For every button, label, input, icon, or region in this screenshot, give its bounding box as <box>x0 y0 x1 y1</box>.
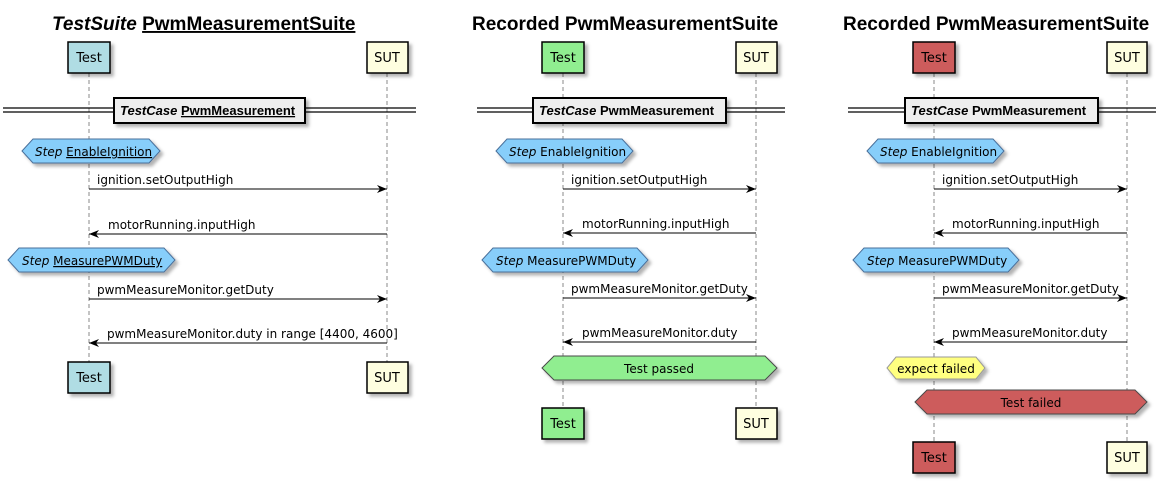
participant-test-top[interactable]: Test <box>541 41 585 74</box>
svg-text:Step MeasurePWMDuty: Step MeasurePWMDuty <box>496 254 636 268</box>
svg-text:Test: Test <box>549 417 576 432</box>
testcase-separator: TestCase PwmMeasurement <box>848 97 1156 124</box>
participant-sut-bottom[interactable]: SUT <box>366 361 409 394</box>
participant-test-top[interactable]: Test <box>912 41 956 74</box>
step-measure-pwm-duty[interactable]: Step MeasurePWMDuty <box>481 247 649 273</box>
participant-sut-bottom[interactable]: SUT <box>735 407 778 440</box>
message-label: pwmMeasureMonitor.duty in range [4400, 4… <box>107 327 398 341</box>
message-label: pwmMeasureMonitor.duty <box>582 326 737 340</box>
expect-failed-note: expect failed <box>886 356 986 380</box>
participant-test-bottom[interactable]: Test <box>67 361 111 394</box>
panel-recorded-passed: Recorded PwmMeasurementSuite Test SUT Te… <box>472 14 785 440</box>
message-label: ignition.setOutputHigh <box>571 173 707 187</box>
test-passed-label: Test passed <box>623 362 694 376</box>
panel-testsuite: TestSuite PwmMeasurementSuite Test SUT T… <box>3 14 416 394</box>
step-enable-ignition[interactable]: Step EnableIgnition <box>21 138 161 164</box>
message-label: motorRunning.inputHigh <box>952 217 1099 231</box>
panel-3-title: Recorded PwmMeasurementSuite <box>843 14 1149 35</box>
test-failed-banner: Test failed <box>914 389 1148 415</box>
step-measure-pwm-duty[interactable]: Step MeasurePWMDuty <box>852 247 1020 273</box>
testcase-separator: TestCase PwmMeasurement <box>477 97 785 124</box>
svg-text:Step MeasurePWMDuty: Step MeasurePWMDuty <box>867 254 1007 268</box>
panel-1-title: TestSuite PwmMeasurementSuite <box>52 14 355 35</box>
participant-test-label: Test <box>75 51 102 66</box>
svg-text:TestCase PwmMeasurement: TestCase PwmMeasurement <box>911 103 1087 118</box>
expect-failed-label: expect failed <box>897 362 975 376</box>
message-label: pwmMeasureMonitor.getDuty <box>571 282 748 296</box>
svg-text:SUT: SUT <box>1114 51 1140 66</box>
test-failed-label: Test failed <box>1000 396 1062 410</box>
svg-text:TestCase PwmMeasurement: TestCase PwmMeasurement <box>539 103 715 118</box>
svg-text:Test: Test <box>75 371 102 386</box>
svg-text:Test: Test <box>920 451 947 466</box>
participant-sut-top[interactable]: SUT <box>1106 41 1148 74</box>
svg-text:Step EnableIgnition: Step EnableIgnition <box>509 145 626 159</box>
participant-sut-label: SUT <box>374 51 400 66</box>
step-measure-pwm-duty[interactable]: Step MeasurePWMDuty <box>7 247 176 273</box>
panel-recorded-failed: Recorded PwmMeasurementSuite Test SUT Te… <box>843 14 1156 474</box>
participant-sut-bottom[interactable]: SUT <box>1106 441 1148 474</box>
svg-text:SUT: SUT <box>374 371 400 386</box>
participant-sut-top[interactable]: SUT <box>735 41 778 74</box>
test-passed-banner: Test passed <box>541 355 778 381</box>
message-label: pwmMeasureMonitor.duty <box>952 326 1107 340</box>
message-label: ignition.setOutputHigh <box>942 173 1078 187</box>
svg-text:Step EnableIgnition: Step EnableIgnition <box>880 145 997 159</box>
participant-test-top[interactable]: Test <box>67 41 111 74</box>
step-enable-ignition[interactable]: Step EnableIgnition <box>866 138 1005 164</box>
participant-sut-top[interactable]: SUT <box>366 41 409 74</box>
svg-text:SUT: SUT <box>743 51 769 66</box>
participant-test-bottom[interactable]: Test <box>541 407 585 440</box>
svg-text:SUT: SUT <box>1114 451 1140 466</box>
svg-text:Test: Test <box>920 51 947 66</box>
message-label: pwmMeasureMonitor.getDuty <box>942 282 1119 296</box>
participant-test-bottom[interactable]: Test <box>912 441 956 474</box>
svg-text:Test: Test <box>549 51 576 66</box>
message-label: motorRunning.inputHigh <box>582 217 729 231</box>
svg-text:Step EnableIgnition: Step EnableIgnition <box>35 145 152 159</box>
step-enable-ignition[interactable]: Step EnableIgnition <box>495 138 634 164</box>
message-label: ignition.setOutputHigh <box>97 173 233 187</box>
svg-text:Step MeasurePWMDuty: Step MeasurePWMDuty <box>22 254 162 268</box>
panel-2-title: Recorded PwmMeasurementSuite <box>472 14 778 35</box>
message-label: motorRunning.inputHigh <box>108 218 255 232</box>
testcase-label: TestCase PwmMeasurement <box>120 103 296 118</box>
message-label: pwmMeasureMonitor.getDuty <box>97 283 274 297</box>
svg-text:SUT: SUT <box>743 417 769 432</box>
testcase-separator: TestCase PwmMeasurement <box>3 97 416 124</box>
